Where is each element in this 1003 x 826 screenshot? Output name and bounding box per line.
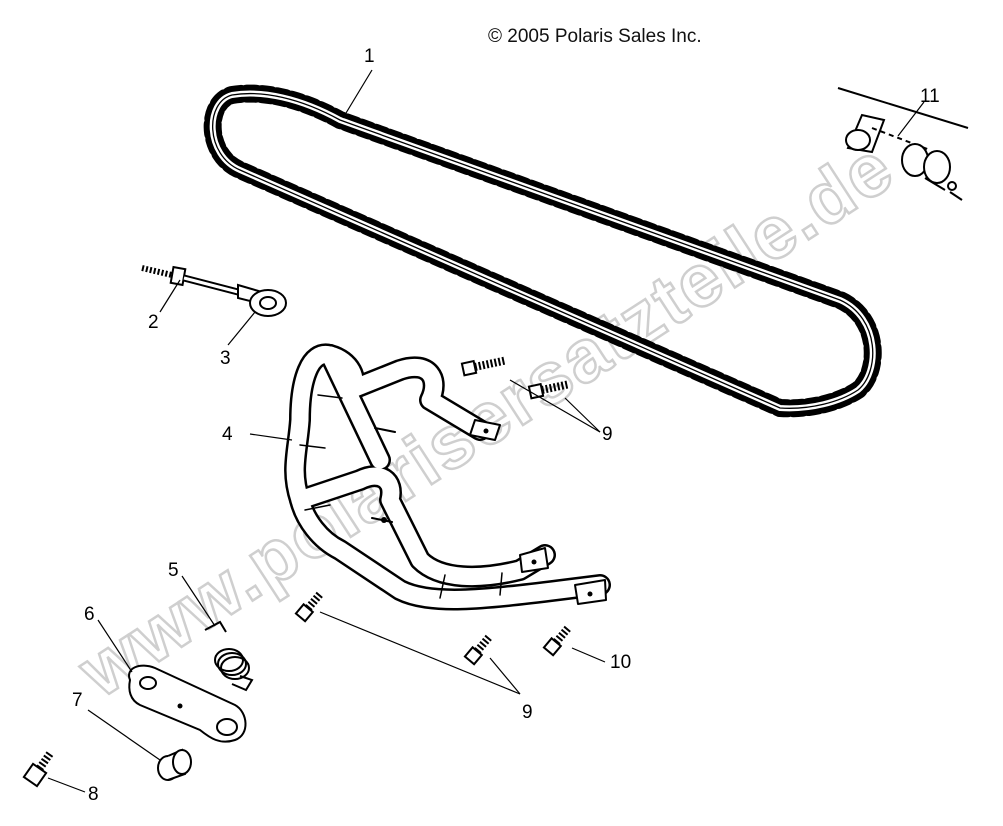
- part-9-bolts: [294, 356, 571, 666]
- callout-1: 1: [364, 46, 375, 67]
- callout-9-upper: 9: [602, 424, 613, 445]
- bolt-9c: [294, 590, 325, 623]
- leader-3: [227, 311, 256, 346]
- part-2-adjuster-bolt: [141, 265, 239, 296]
- callout-6: 6: [84, 604, 95, 625]
- part-6-tensioner-arm: [128, 664, 247, 743]
- callout-11: 11: [920, 86, 940, 107]
- bolt-9a: [460, 356, 506, 377]
- callout-2: 2: [148, 312, 159, 333]
- watermark: www.polarisersatzteile.de: [62, 123, 909, 714]
- leader-11: [897, 101, 925, 137]
- callout-5: 5: [168, 560, 179, 581]
- leader-5: [181, 575, 216, 627]
- part-10-bolt: [542, 624, 573, 657]
- leader-9a-2: [564, 397, 601, 433]
- leader-2: [159, 279, 181, 313]
- copyright-notice: © 2005 Polaris Sales Inc.: [488, 26, 702, 47]
- leader-9a-1: [509, 379, 601, 433]
- part-7-roller: [157, 748, 192, 781]
- callout-8: 8: [88, 784, 99, 805]
- callout-9-lower: 9: [522, 702, 533, 723]
- leader-8: [47, 777, 86, 793]
- callout-7: 7: [72, 690, 83, 711]
- part-11-master-link: [837, 87, 969, 201]
- part-1-drive-chain: [203, 84, 882, 418]
- leader-1: [342, 69, 373, 119]
- leader-9b-1: [319, 611, 521, 695]
- watermark-text: www.polarisersatzteile.de: [63, 125, 907, 714]
- callout-4: 4: [222, 424, 233, 445]
- part-5-spring: [204, 620, 254, 692]
- leader-4: [249, 433, 293, 441]
- leader-6: [97, 619, 133, 673]
- part-3-chain-adjuster: [237, 283, 287, 317]
- callout-3: 3: [220, 348, 231, 369]
- bolt-9b: [527, 380, 571, 400]
- leader-7: [87, 709, 161, 761]
- callout-10: 10: [610, 652, 632, 673]
- bolt-9d: [463, 633, 494, 666]
- part-4-guard-frame: [284, 343, 611, 611]
- leader-9b-2: [489, 657, 521, 695]
- leader-lines: [47, 69, 925, 793]
- leader-10: [571, 647, 606, 663]
